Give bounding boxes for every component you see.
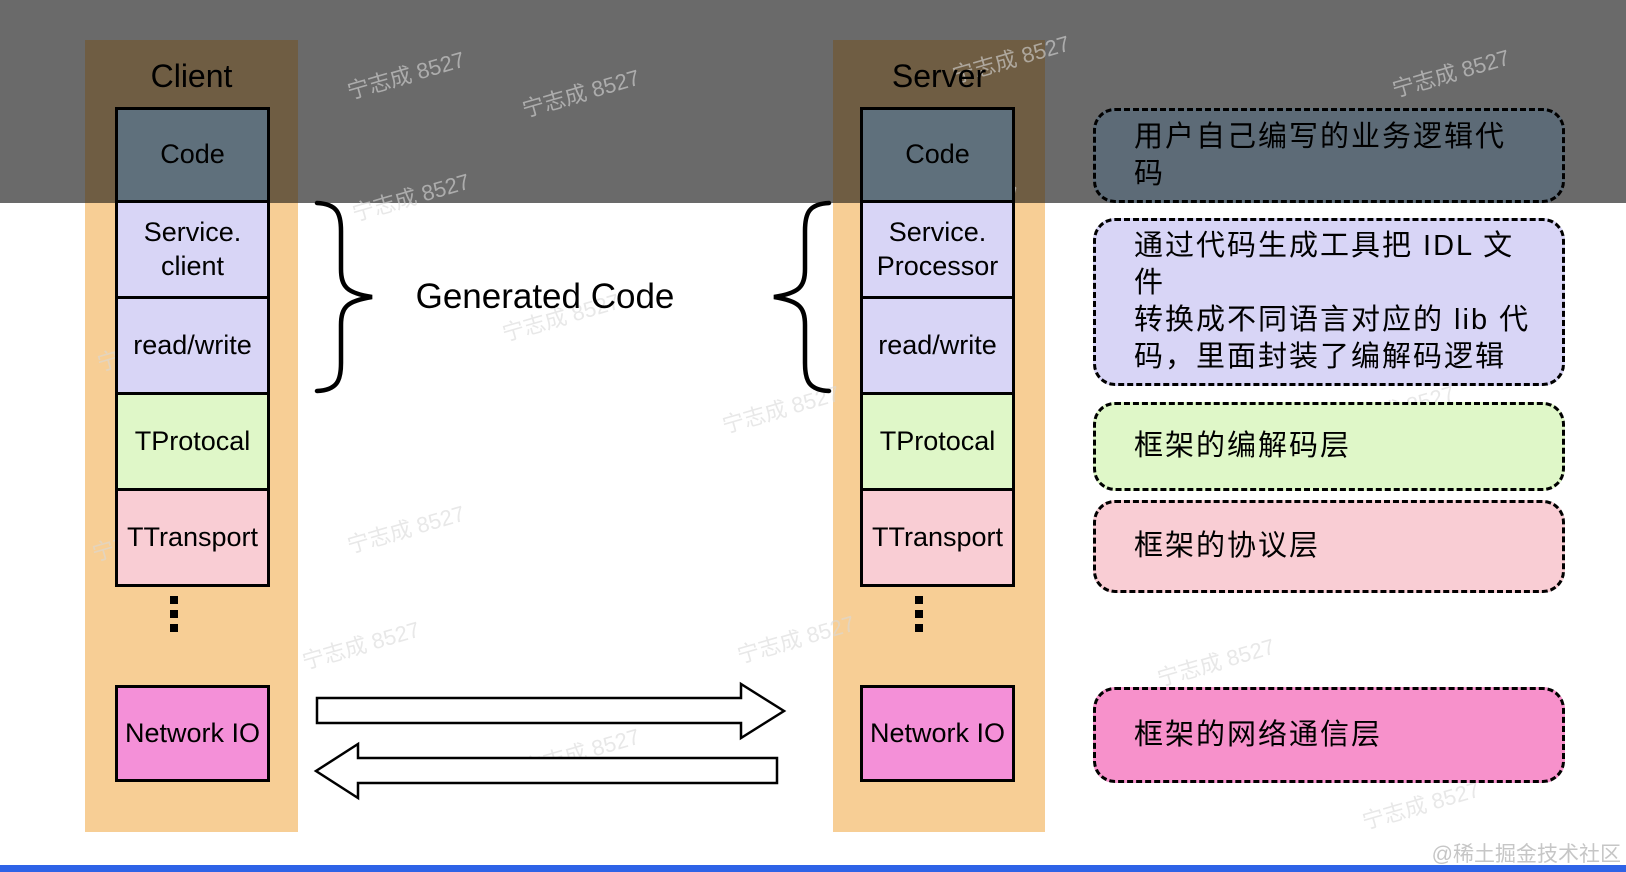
client-layer-tprotocal: TProtocal bbox=[115, 392, 270, 491]
layer-label: TProtocal bbox=[879, 425, 996, 456]
layer-label: TProtocal bbox=[134, 425, 251, 456]
layer-label: Service. client bbox=[143, 216, 242, 281]
annotation-codec-layer: 框架的编解码层 bbox=[1093, 402, 1565, 491]
layer-label: Code bbox=[905, 139, 970, 170]
layer-label: Network IO bbox=[124, 717, 261, 748]
juejin-community-credit: @稀土掘金技术社区 bbox=[1431, 843, 1621, 866]
watermark-text: 宁志成 8527 bbox=[719, 380, 843, 439]
annotation-generated-lib: 通过代码生成工具把 IDL 文件 转换成不同语言对应的 lib 代 码，里面封装… bbox=[1093, 218, 1565, 386]
layer-label: Network IO bbox=[869, 717, 1006, 748]
bottom-progress-bar bbox=[0, 865, 1626, 872]
server-layer-tprotocal: TProtocal bbox=[860, 392, 1015, 491]
watermark-text: 宁志成 8527 bbox=[299, 616, 423, 675]
server-layer-ttransport: TTransport bbox=[860, 488, 1015, 587]
annotation-text: 用户自己编写的业务逻辑代码 bbox=[1134, 120, 1507, 190]
client-layer-network-io: Network IO bbox=[115, 685, 270, 782]
layer-label: TTransport bbox=[871, 521, 1004, 552]
watermark-text: 宁志成 8527 bbox=[1154, 633, 1278, 692]
server-layer-read-write: read/write bbox=[860, 296, 1015, 395]
server-ellipsis-dots bbox=[915, 596, 923, 638]
layer-label: read/write bbox=[878, 329, 997, 360]
client-layer-service-client: Service. client bbox=[115, 200, 270, 299]
right-curly-brace bbox=[773, 200, 832, 394]
annotation-protocol-layer: 框架的协议层 bbox=[1093, 500, 1565, 593]
server-layer-code: Code bbox=[860, 107, 1015, 203]
layer-label: Service. Processor bbox=[876, 216, 999, 281]
annotation-user-code: 用户自己编写的业务逻辑代码 bbox=[1093, 108, 1565, 203]
generated-code-label: Generated Code bbox=[415, 277, 675, 316]
layer-label: Code bbox=[160, 139, 225, 170]
client-layer-code: Code bbox=[115, 107, 270, 203]
client-layer-read-write: read/write bbox=[115, 296, 270, 395]
annotation-text: 框架的网络通信层 bbox=[1134, 718, 1383, 751]
client-column-title: Client bbox=[150, 58, 233, 94]
server-column-title: Server bbox=[891, 58, 987, 94]
annotation-text: 通过代码生成工具把 IDL 文件 转换成不同语言对应的 lib 代 码，里面封装… bbox=[1134, 230, 1531, 373]
layer-label: read/write bbox=[133, 329, 252, 360]
annotation-network-layer: 框架的网络通信层 bbox=[1093, 687, 1565, 783]
watermark-text: 宁志成 8527 bbox=[519, 723, 643, 782]
watermark-text: 宁志成 8527 bbox=[344, 500, 468, 559]
left-curly-brace bbox=[314, 200, 373, 394]
client-ellipsis-dots bbox=[170, 596, 178, 638]
server-layer-network-io: Network IO bbox=[860, 685, 1015, 782]
request-arrow-icon bbox=[315, 681, 787, 741]
server-layer-service-processor: Service. Processor bbox=[860, 200, 1015, 299]
annotation-text: 框架的协议层 bbox=[1134, 530, 1321, 562]
annotation-text: 框架的编解码层 bbox=[1134, 430, 1352, 462]
layer-label: TTransport bbox=[126, 521, 259, 552]
client-layer-ttransport: TTransport bbox=[115, 488, 270, 587]
